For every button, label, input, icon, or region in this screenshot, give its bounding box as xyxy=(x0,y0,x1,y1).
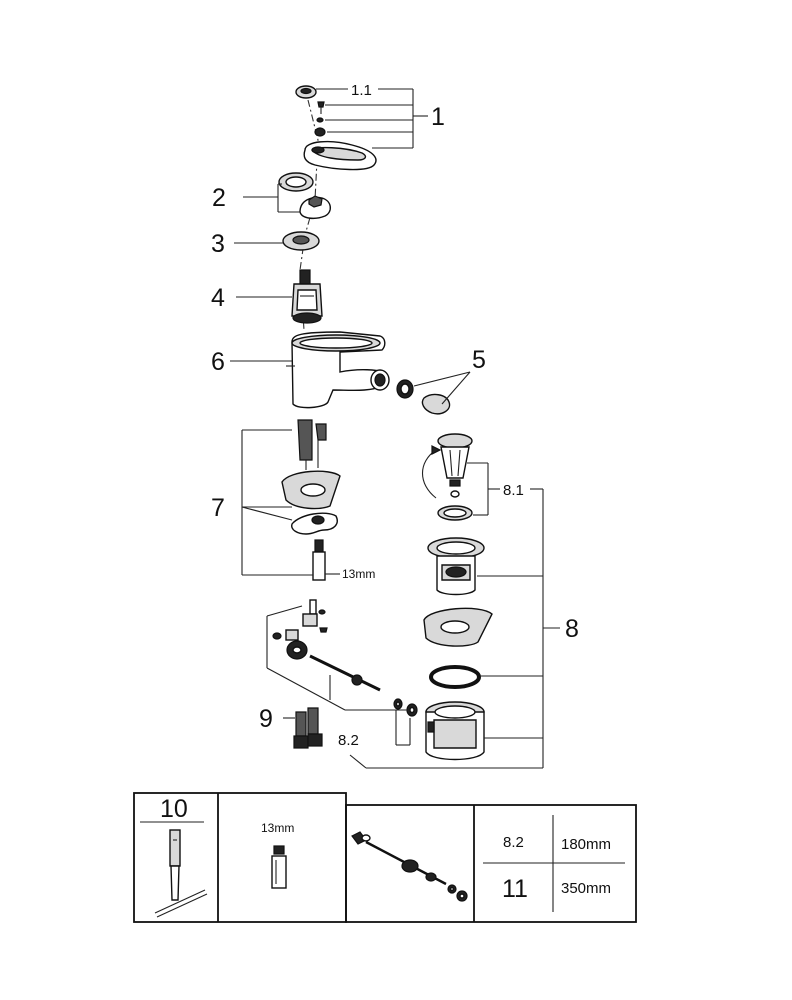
pop-up-plug-part xyxy=(437,433,473,449)
cover-part xyxy=(299,196,331,220)
faucet-body-part xyxy=(291,331,386,409)
row-0-part: 8.2 xyxy=(503,834,524,851)
callout-1: 1 xyxy=(431,103,445,131)
tool-number-label: 10 xyxy=(160,795,188,823)
cover-ring-assembly: 2 xyxy=(212,172,331,220)
threaded-rod-part xyxy=(312,551,326,581)
cartridge-stem xyxy=(299,269,311,285)
callout-1-1: 1.1 xyxy=(351,82,372,99)
wrench-size-label: 13mm xyxy=(261,821,294,835)
callout-8-1: 8.1 xyxy=(503,482,524,499)
supply-hose-part xyxy=(297,419,313,461)
cartridge-assembly: 4 xyxy=(211,269,323,324)
faucet-body-assembly: 6 xyxy=(211,331,390,409)
nut-part xyxy=(314,127,326,137)
callout-8: 8 xyxy=(565,615,579,643)
row-0-length: 180mm xyxy=(561,836,611,853)
assembly-key-tool xyxy=(154,829,208,918)
hose-left-part xyxy=(295,711,307,737)
callout-8-2: 8.2 xyxy=(338,732,359,749)
pull-rod-part xyxy=(309,654,381,692)
tools-box-right xyxy=(345,804,637,923)
hose-right-part xyxy=(307,707,319,735)
jet-assembly: 5 xyxy=(396,346,486,415)
row-1-part: 11 xyxy=(502,875,528,903)
pop-up-rod-assembly: 8.2 xyxy=(266,599,543,769)
mounting-assembly: 13mm 7 xyxy=(211,419,375,581)
callout-7-wrench-size: 13mm xyxy=(342,567,375,581)
drain-o-ring-part xyxy=(429,665,481,689)
callout-3: 3 xyxy=(211,230,225,258)
tools-table: 10 13mm 8.2 xyxy=(133,792,637,923)
callout-7: 7 xyxy=(211,494,225,522)
jet-knob-part xyxy=(421,393,451,415)
screw-part xyxy=(317,101,325,108)
hex-socket-tool xyxy=(271,845,287,889)
callout-4: 4 xyxy=(211,284,225,312)
supply-hoses: 9 xyxy=(259,705,323,749)
callout-2: 2 xyxy=(212,184,226,212)
callout-9: 9 xyxy=(259,705,273,733)
row-1-length: 350mm xyxy=(561,880,611,897)
nut-assembly: 3 xyxy=(211,230,320,258)
washer-part xyxy=(316,117,324,123)
callout-6: 6 xyxy=(211,348,225,376)
waste-assembly: 8.1 8 xyxy=(422,433,579,768)
pull-rod-illustration xyxy=(351,831,468,902)
clamp-part xyxy=(302,613,318,627)
callout-5: 5 xyxy=(472,346,486,374)
lever-assembly: 1.1 1 xyxy=(295,82,445,331)
